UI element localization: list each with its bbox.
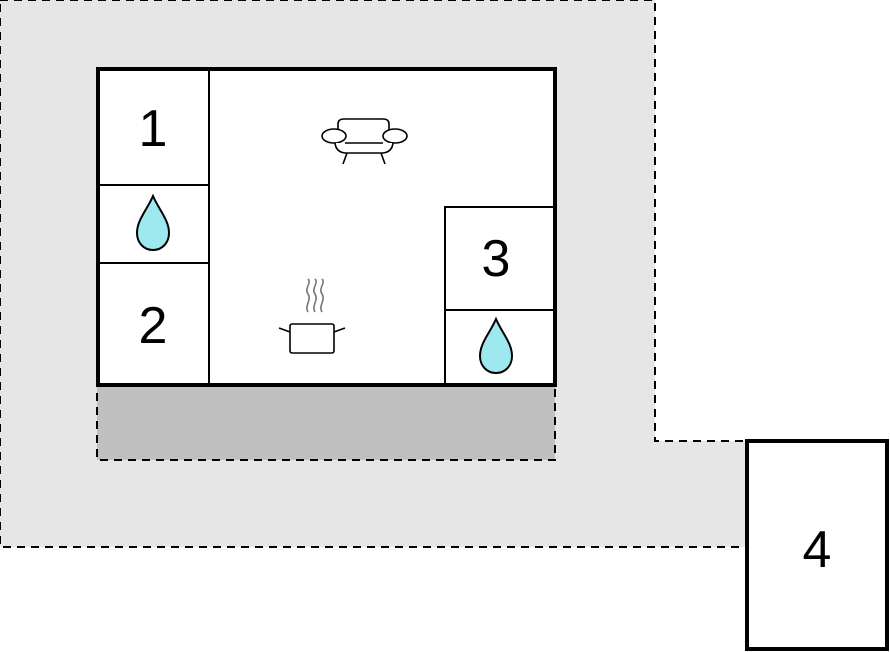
room-label-3: 3 (482, 230, 511, 288)
outbuilding-room-4 (745, 439, 889, 651)
room-label-2: 2 (139, 297, 168, 355)
terrace (96, 384, 556, 461)
water-drop-icon (135, 193, 171, 252)
cooking-pot-icon (278, 278, 346, 354)
water-drop-icon (478, 316, 514, 375)
wall-room3 (444, 206, 555, 385)
room-label-1: 1 (139, 100, 168, 158)
sofa-icon (321, 118, 408, 165)
room-label-4: 4 (803, 521, 832, 579)
